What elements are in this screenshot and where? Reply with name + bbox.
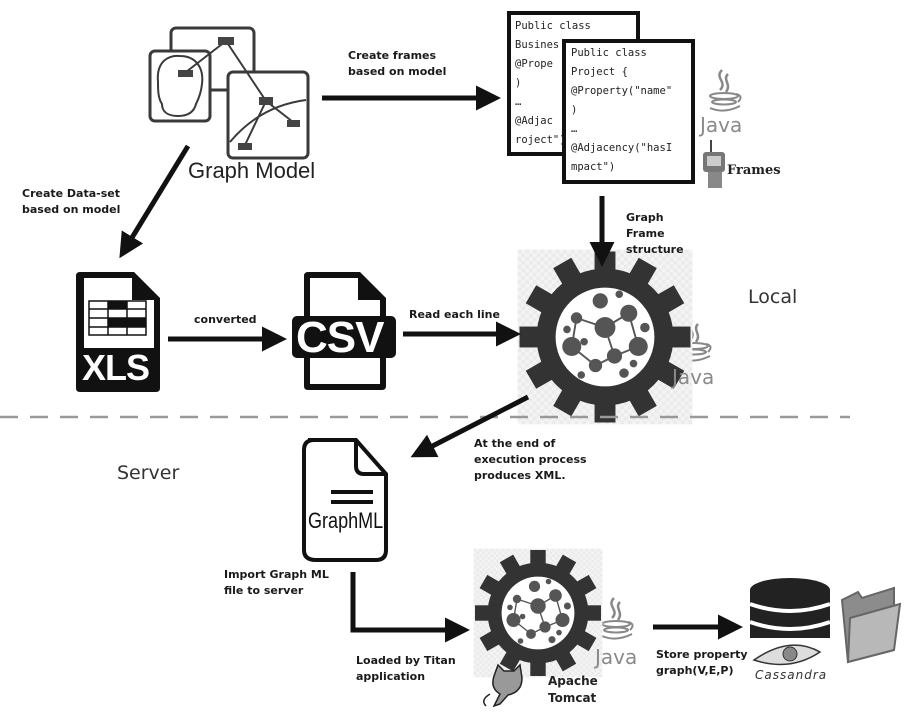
edge-label-read-each-line: Read each line bbox=[409, 308, 500, 321]
frames-mascot-icon bbox=[703, 140, 725, 188]
tomcat-label: Apache Tomcat bbox=[548, 674, 598, 705]
local-processor-gear-icon bbox=[516, 248, 694, 426]
java-logo-icon bbox=[600, 596, 634, 640]
arrow-loaded-by-titan bbox=[350, 572, 470, 643]
xls-label: XLS bbox=[82, 347, 150, 388]
zone-label-local: Local bbox=[748, 286, 798, 308]
arrow-create-dataset bbox=[119, 144, 191, 259]
graph-model-icon bbox=[148, 26, 310, 160]
csv-label: CSV bbox=[296, 313, 384, 362]
frame-code-front-text: Public class Project { @Property("name" … bbox=[571, 44, 691, 180]
server-processor-gear-icon bbox=[472, 547, 604, 679]
edge-label-produces-xml: At the end of execution process produces… bbox=[474, 437, 587, 482]
edge-label-create-dataset: Create Data-set based on model bbox=[22, 187, 121, 216]
zone-label-server: Server bbox=[117, 462, 180, 484]
edge-label-store-property-graph: Store property graph(V,E,P) bbox=[656, 648, 748, 677]
cassandra-label: Cassandra bbox=[755, 668, 828, 682]
edge-label-graph-frame-structure: Graph Frame structure bbox=[626, 211, 684, 256]
edge-label-loaded-by-titan: Loaded by Titan application bbox=[356, 654, 456, 683]
java-logo-text: Java bbox=[700, 113, 743, 137]
frame-code-back-text: Public class Busines @Prope ) … @Adjac r… bbox=[515, 20, 591, 146]
edge-label-converted: converted bbox=[194, 313, 257, 326]
graphml-file-icon bbox=[302, 438, 388, 562]
xls-file-icon bbox=[76, 272, 160, 392]
java-logo-icon bbox=[708, 68, 742, 112]
database-icon bbox=[749, 578, 831, 638]
java-logo-text: Java bbox=[672, 365, 715, 389]
edge-label-create-frames: Create frames based on model bbox=[348, 49, 447, 78]
java-logo-text: Java bbox=[595, 645, 638, 669]
frames-logo-text: Frames bbox=[727, 163, 781, 178]
graphml-label: GraphML bbox=[308, 508, 384, 533]
cassandra-eye-icon bbox=[752, 644, 822, 666]
tomcat-icon bbox=[483, 663, 523, 708]
edge-label-import-graphml: Import Graph ML file to server bbox=[224, 568, 329, 597]
arrow-produces-xml bbox=[410, 394, 530, 458]
csv-file-icon bbox=[292, 272, 396, 390]
graph-model-label: Graph Model bbox=[188, 158, 316, 183]
folder-icon bbox=[840, 586, 902, 664]
